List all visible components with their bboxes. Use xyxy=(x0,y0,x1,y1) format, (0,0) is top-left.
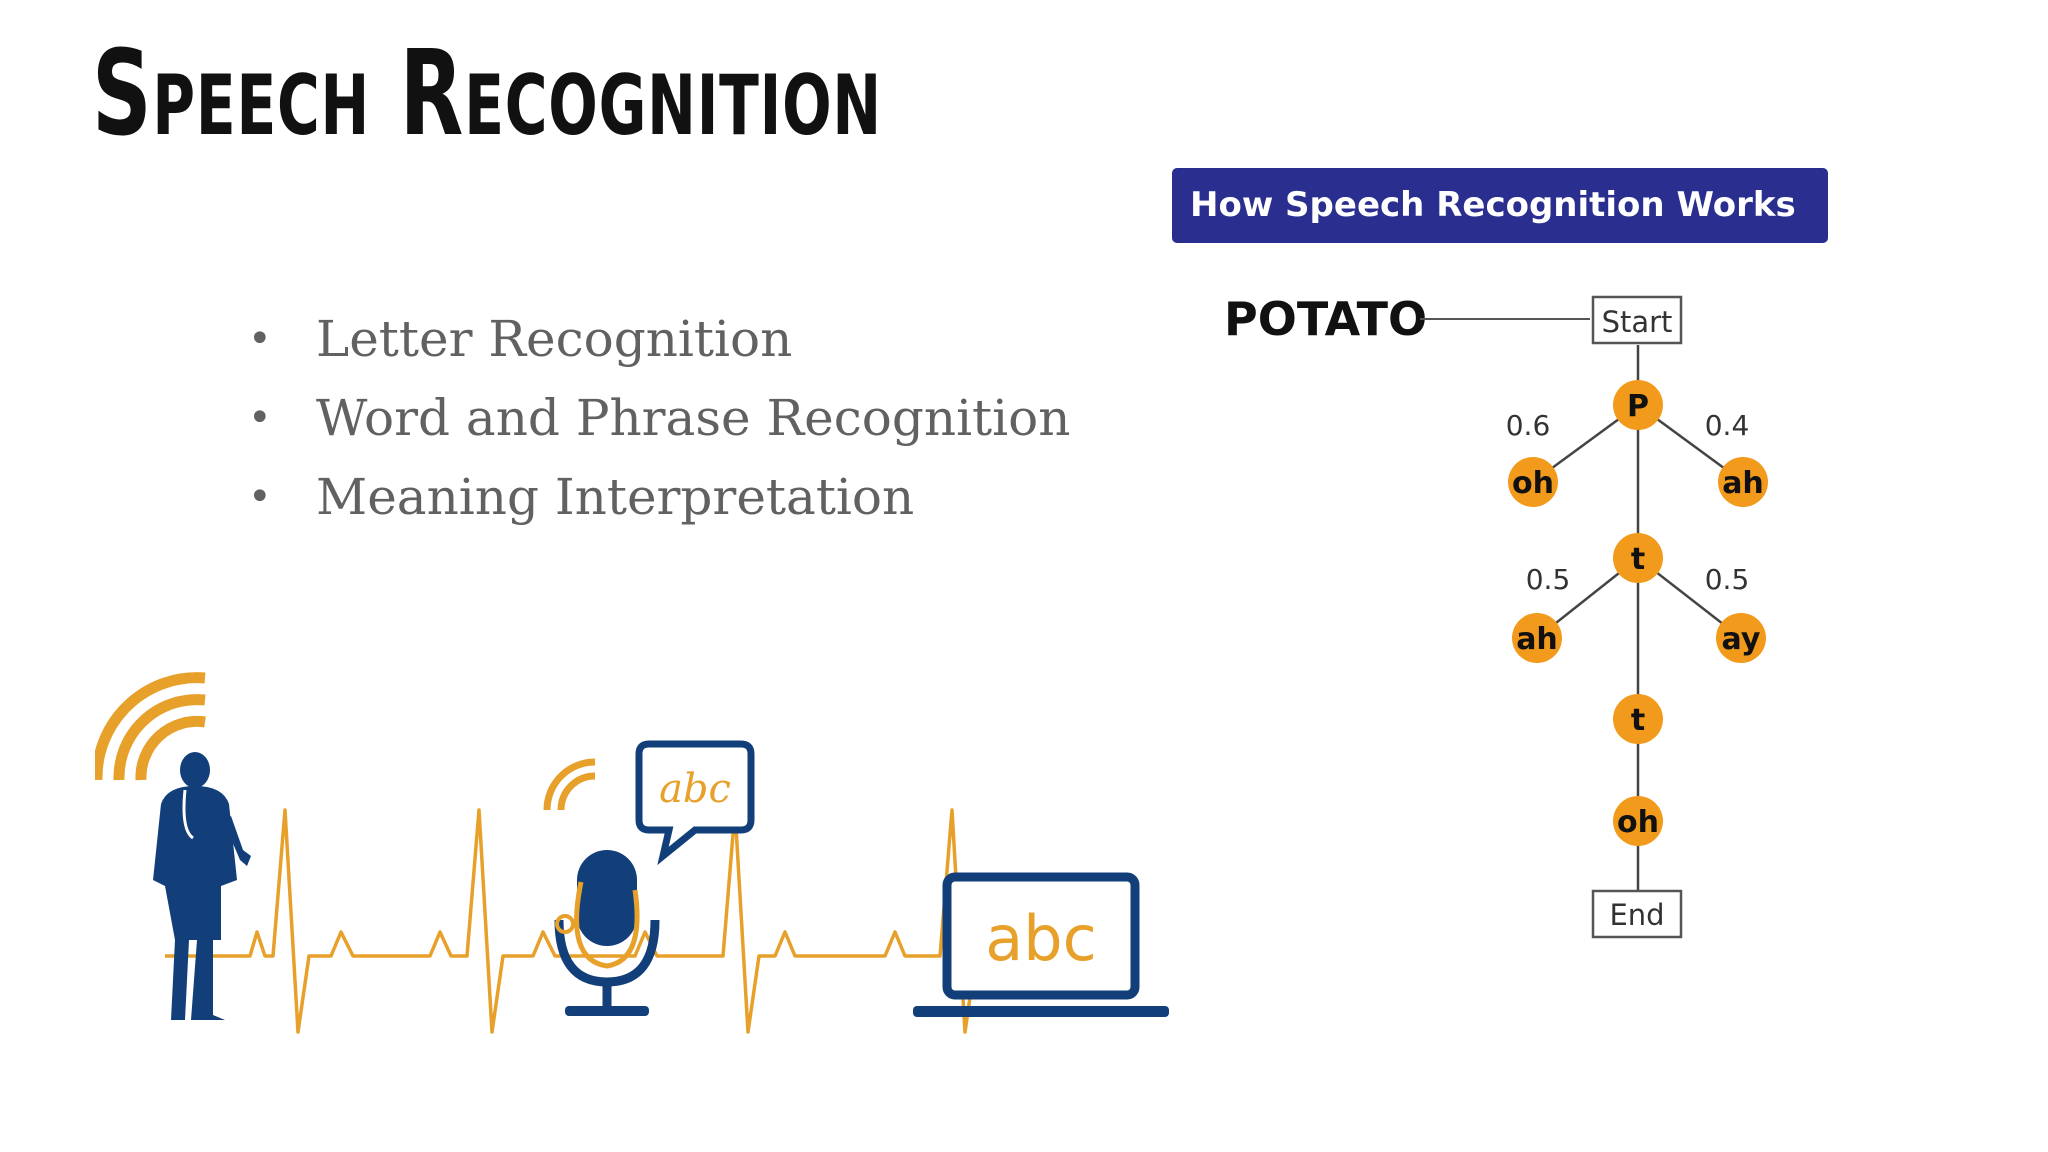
laptop-screen-text: abc xyxy=(985,902,1096,975)
slide-title: Speech Recognition xyxy=(92,24,882,162)
svg-text:t: t xyxy=(1631,703,1645,738)
bullet-dot: • xyxy=(248,316,272,362)
phoneme-node-ah: ah xyxy=(1718,457,1768,507)
bullet-item: • Word and Phrase Recognition xyxy=(248,379,1070,458)
bullet-text: Meaning Interpretation xyxy=(316,468,915,526)
ecg-line-icon xyxy=(165,808,1045,1034)
laptop-icon: abc xyxy=(913,872,1169,1017)
phoneme-node-t: t xyxy=(1613,533,1663,583)
bullet-dot: • xyxy=(248,474,272,520)
prob-label: 0.4 xyxy=(1705,409,1750,442)
end-box xyxy=(1591,889,1683,939)
svg-text:oh: oh xyxy=(1512,466,1554,501)
prob-label: 0.5 xyxy=(1526,563,1571,596)
svg-text:ah: ah xyxy=(1516,622,1558,657)
microphone-icon xyxy=(543,758,660,1016)
phoneme-node-t: t xyxy=(1613,694,1663,744)
phoneme-node-ay: ay xyxy=(1716,613,1766,663)
bullet-item: • Meaning Interpretation xyxy=(248,458,1070,537)
bullet-text: Word and Phrase Recognition xyxy=(316,389,1071,447)
bullet-item: • Letter Recognition xyxy=(248,300,1070,379)
phoneme-node-p: P xyxy=(1613,380,1663,430)
diagram-banner-text: How Speech Recognition Works xyxy=(1190,185,1796,225)
bullet-list: • Letter Recognition • Word and Phrase Rec… xyxy=(248,300,1070,537)
svg-text:t: t xyxy=(1631,542,1645,577)
svg-text:P: P xyxy=(1627,389,1649,424)
bullet-text: Letter Recognition xyxy=(316,310,793,368)
end-label: End xyxy=(1609,898,1664,932)
svg-text:oh: oh xyxy=(1617,805,1659,840)
speech-bubble-icon: abc xyxy=(635,740,755,866)
svg-text:ay: ay xyxy=(1722,622,1761,657)
prob-label: 0.6 xyxy=(1506,409,1551,442)
doctor-icon xyxy=(95,672,251,1020)
word-label: POTATO xyxy=(1224,292,1427,346)
diagram-banner xyxy=(1172,168,1828,243)
bubble-text: abc xyxy=(659,766,731,812)
bullet-dot: • xyxy=(248,395,272,441)
prob-label: 0.5 xyxy=(1705,563,1750,596)
start-label: Start xyxy=(1602,305,1673,339)
phoneme-node-oh: oh xyxy=(1613,796,1663,846)
phoneme-node-ah: ah xyxy=(1512,613,1562,663)
phoneme-node-oh: oh xyxy=(1508,457,1558,507)
svg-text:ah: ah xyxy=(1722,466,1764,501)
start-box xyxy=(1591,295,1683,345)
medical-transcription-illustration: abc abc xyxy=(95,672,1169,1034)
speech-recognition-diagram: How Speech Recognition Works POTATO Star… xyxy=(1172,168,1828,939)
